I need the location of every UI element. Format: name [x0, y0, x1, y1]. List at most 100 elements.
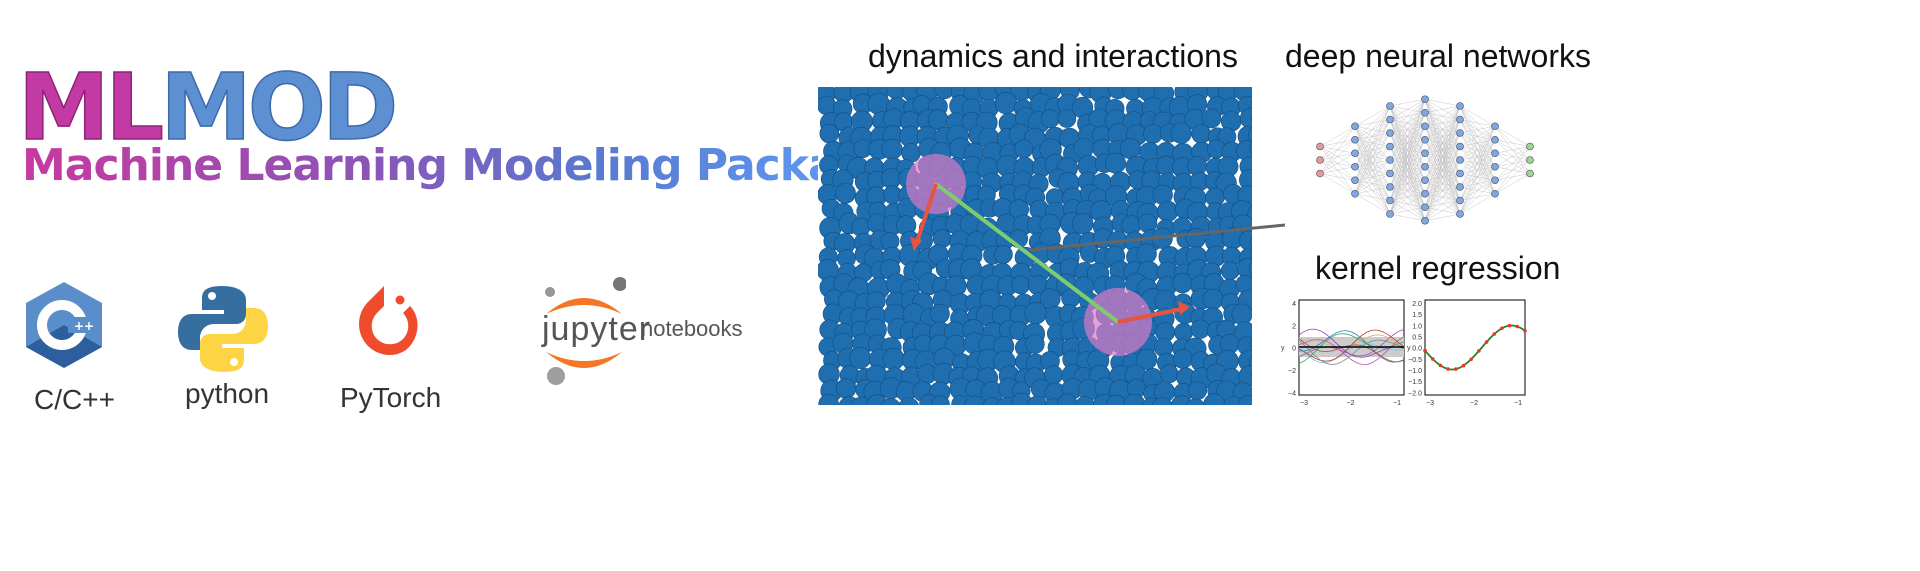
y-tick-label: −4 — [1288, 390, 1296, 397]
data-point — [1477, 349, 1481, 353]
nn-edge — [1459, 126, 1496, 215]
nn-edge — [1424, 105, 1461, 154]
x-tick-label: −2 — [1347, 400, 1355, 407]
data-point — [1438, 363, 1443, 368]
nn-edge — [1494, 139, 1531, 147]
x-tick-label: −1 — [1514, 400, 1522, 407]
particle — [1237, 394, 1252, 405]
particle — [1170, 122, 1192, 144]
nn-edge — [1354, 105, 1391, 127]
particle — [849, 347, 872, 369]
nn-node — [1386, 169, 1394, 178]
nn-edge — [1424, 132, 1461, 221]
nn-edge — [1424, 99, 1461, 107]
nn-edge — [1354, 193, 1391, 215]
data-point — [1446, 367, 1450, 371]
nn-edge — [1354, 105, 1391, 167]
particle — [1190, 319, 1210, 339]
nn-node — [1386, 196, 1394, 205]
nn-edge — [1389, 99, 1426, 134]
nn-node — [1491, 189, 1499, 198]
nn-edge — [1459, 180, 1496, 215]
nn-edge — [1424, 200, 1461, 221]
nn-edge — [1459, 105, 1496, 127]
nn-edge — [1389, 99, 1426, 201]
nn-node — [1526, 156, 1534, 164]
y-tick-label: −1.0 — [1408, 368, 1422, 375]
particle — [1249, 247, 1252, 261]
particle-simulation-image — [818, 87, 1252, 405]
particle — [1185, 398, 1206, 405]
nn-edge — [1354, 159, 1391, 194]
data-point — [1523, 328, 1527, 333]
nn-node — [1526, 169, 1534, 178]
nn-node — [1491, 122, 1499, 131]
nn-edge — [1494, 146, 1531, 181]
subtitle: Machine Learning Modeling Package — [22, 140, 897, 191]
nn-node — [1386, 115, 1394, 124]
data-point — [1484, 340, 1489, 344]
nn-edge — [1354, 173, 1391, 194]
particle — [1202, 288, 1224, 310]
nn-edge — [1389, 99, 1426, 147]
nn-edge — [1389, 207, 1426, 215]
svg-text:++: ++ — [74, 319, 94, 333]
nn-node — [1456, 210, 1464, 218]
particle — [1075, 395, 1095, 405]
dnn-title: deep neural networks — [1285, 38, 1591, 74]
nn-edge — [1459, 126, 1496, 161]
nn-node — [1421, 108, 1429, 117]
nn-edge — [1319, 173, 1356, 181]
notebooks-label: notebooks — [641, 316, 743, 341]
nn-node — [1421, 149, 1429, 158]
nn-edge — [1354, 105, 1391, 154]
particle — [1027, 395, 1048, 405]
nn-node — [1421, 216, 1429, 225]
nn-edge — [1354, 105, 1391, 140]
nn-edge — [1319, 126, 1356, 174]
particle — [1249, 338, 1252, 352]
nn-edge — [1424, 105, 1461, 127]
nn-edge — [1389, 112, 1426, 215]
nn-edge — [1494, 146, 1531, 154]
nn-node — [1491, 162, 1499, 171]
neural-network-diagram — [1316, 95, 1534, 225]
particle — [818, 95, 837, 116]
nn-edge — [1389, 153, 1426, 215]
x-tick-label: −3 — [1300, 400, 1308, 407]
particle — [1171, 395, 1192, 405]
nn-edge — [1389, 99, 1426, 174]
nn-edge — [1319, 153, 1356, 174]
particle — [994, 91, 1018, 115]
particle — [1136, 348, 1158, 370]
particle — [881, 138, 903, 160]
nn-edge — [1459, 119, 1496, 127]
nn-edge — [1319, 166, 1356, 174]
particle — [1119, 138, 1141, 160]
sample-curve — [1298, 330, 1405, 363]
particle — [1248, 354, 1252, 370]
particle — [1220, 261, 1240, 281]
particle — [880, 398, 901, 405]
data-point — [1515, 324, 1520, 329]
nn-edge — [1354, 146, 1391, 194]
interaction-link — [934, 182, 1120, 324]
nn-edge — [1459, 126, 1496, 188]
nn-node — [1421, 95, 1429, 104]
nn-edge — [1319, 173, 1356, 194]
nn-node — [1491, 135, 1499, 144]
pytorch-logo-icon — [359, 286, 418, 355]
nn-edge — [1389, 139, 1426, 215]
y-tick-label: 2.0 — [1412, 301, 1422, 308]
data-point — [1430, 357, 1435, 361]
particle — [1172, 272, 1193, 294]
nn-node — [1456, 196, 1464, 205]
particle — [1231, 303, 1252, 325]
nn-edge — [1424, 105, 1461, 221]
nn-node — [1491, 176, 1499, 185]
nn-node — [1456, 102, 1464, 110]
nn-node — [1386, 102, 1394, 110]
nn-node — [1351, 122, 1359, 131]
particle — [1024, 301, 1048, 325]
particle — [1143, 123, 1163, 144]
